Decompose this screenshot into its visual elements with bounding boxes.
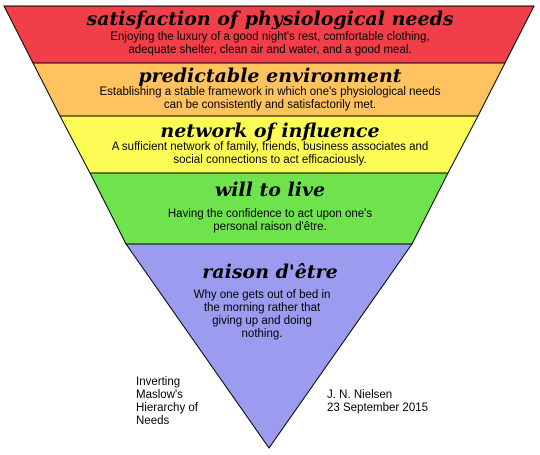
level-5-title: raison d'être bbox=[202, 261, 338, 283]
level-2-title: predictable environment bbox=[138, 65, 402, 87]
level-4-description: Having the confidence to act upon one's … bbox=[167, 208, 373, 233]
level-1-title: satisfaction of physiological needs bbox=[86, 8, 454, 30]
level-3-title: network of influence bbox=[160, 120, 380, 142]
level-2-description: Establishing a stable framework in which… bbox=[99, 86, 441, 111]
level-5-description: Why one gets out of bed in the morning r… bbox=[193, 289, 331, 340]
author-date: 23 September 2015 bbox=[327, 402, 429, 414]
level-1-description: Enjoying the luxury of a good night's re… bbox=[110, 31, 430, 56]
level-4-title: will to live bbox=[214, 179, 326, 201]
pyramid-band-raison-d-etre bbox=[125, 243, 413, 449]
diagram-caption: Inverting Maslow's Hierarchy of Needs bbox=[136, 376, 198, 427]
level-3-description: A sufficient network of family, friends,… bbox=[111, 141, 429, 166]
author-name: J. N. Nielsen bbox=[327, 389, 393, 401]
